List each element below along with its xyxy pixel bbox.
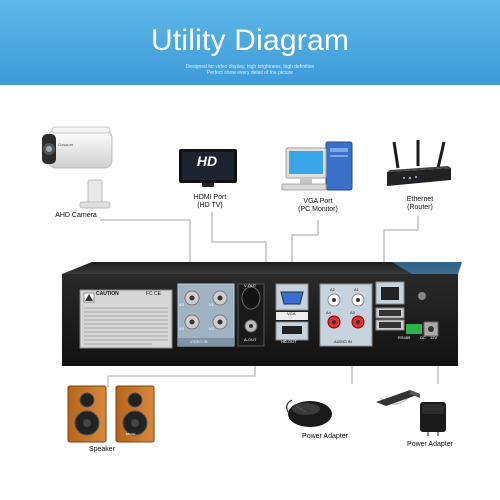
audio-in-label: AUDIO IN: [334, 339, 352, 344]
ahd-camera-icon: [42, 126, 113, 209]
page-title: Utility Diagram: [150, 24, 350, 57]
power-adapter-icon: [376, 390, 446, 436]
mouse-icon: [286, 399, 332, 427]
rs485-label: RS485: [398, 335, 411, 340]
hd-tv-icon: [179, 149, 237, 187]
vga-port-sublabel: (PC Monitor): [298, 206, 338, 213]
speaker-brand-text: MICSE: [126, 432, 136, 436]
ahd-camera-label: AHD Camera: [55, 212, 97, 219]
power-adapter-label: Power Adapter: [407, 441, 453, 448]
vga-port-label: VGA Port: [303, 198, 333, 205]
video-in-label: VIDEO IN: [190, 339, 208, 344]
hdmi-port-label: HDMI Port: [193, 194, 227, 201]
mouse-label: Power Adapter: [302, 433, 348, 440]
hdmi-port-sublabel: (HD TV): [197, 202, 223, 209]
v4-label: V4: [179, 326, 184, 331]
hd-screen-text: HD: [196, 153, 218, 169]
dvr-rear-panel: [62, 262, 462, 366]
v2-label: V2: [209, 326, 214, 331]
a2-label: A2: [330, 287, 335, 292]
a3-label: A3: [350, 310, 355, 315]
ethernet-wire: [383, 216, 419, 288]
v3-label: V3: [179, 302, 184, 307]
12v-label: 12V: [430, 335, 438, 340]
hd-out-label: HD-OUT: [281, 339, 297, 344]
banner-subtitle-line1: Designed for video display, high brightn…: [185, 64, 315, 70]
a4-label: A4: [326, 310, 331, 315]
speaker-label: Speaker: [88, 446, 116, 453]
ethernet-sublabel: (Router): [407, 204, 433, 211]
dc-label: DC: [420, 335, 426, 340]
a1-label: A1: [354, 287, 359, 292]
caution-label: CAUTION: [96, 291, 119, 297]
vga-wire: [291, 220, 319, 288]
ethernet-label: Ethernet: [406, 196, 434, 203]
pc-monitor-icon: [281, 141, 353, 191]
camera-brand-text: Gosaum: [58, 142, 74, 147]
v1-label: V1: [209, 302, 214, 307]
vga-port-text: VGA: [287, 311, 296, 316]
router-icon: [387, 140, 451, 186]
v-out-label: V-OUT: [244, 283, 257, 288]
fcc-ce-label: FC CE: [146, 291, 161, 297]
a-out-label: A-OUT: [244, 337, 257, 342]
speaker-icon: [67, 385, 155, 443]
title-banner: Utility Diagram Designed for video displ…: [0, 0, 500, 85]
banner-subtitle-line2: Perfect show every detail of the picture: [206, 70, 294, 76]
